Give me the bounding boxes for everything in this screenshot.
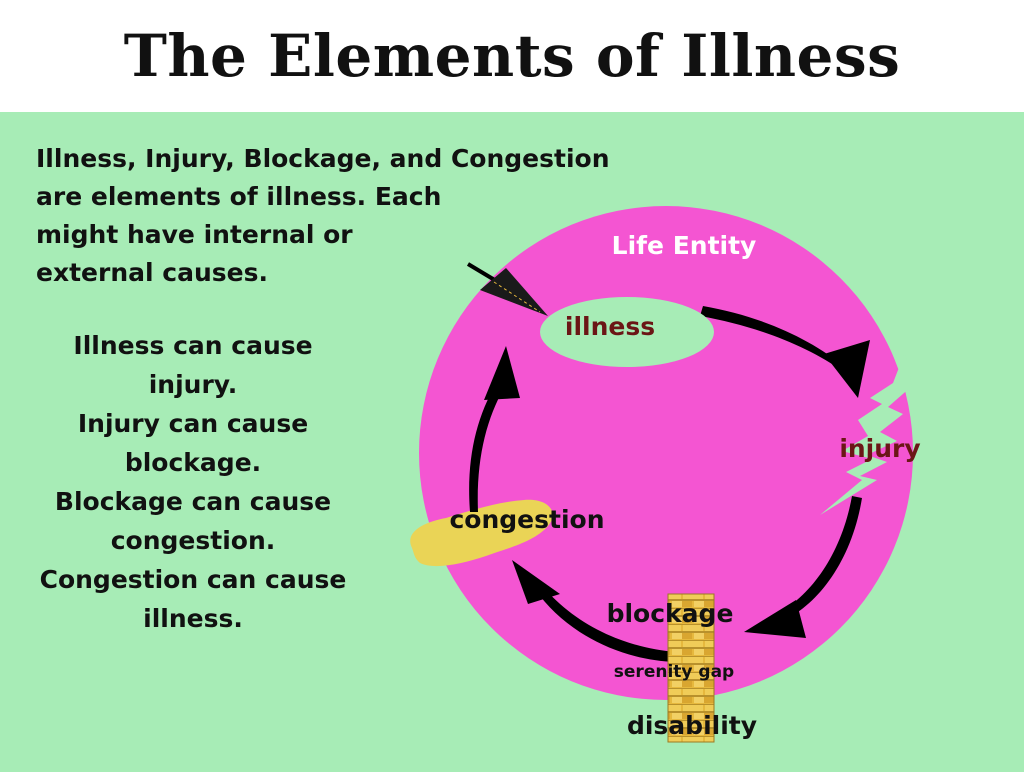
cycle-arrows <box>469 306 870 662</box>
arrowhead-congestion-to-illness <box>484 346 520 400</box>
cause-line: Injury can cause <box>77 409 309 438</box>
page-title: The Elements of Illness <box>123 22 901 90</box>
blockage-label: blockage <box>607 599 734 628</box>
intro-line: are elements of illness. Each <box>36 182 442 211</box>
intro-line: external causes. <box>36 258 268 287</box>
intro-text: Illness, Injury, Blockage, and Congestio… <box>36 140 696 292</box>
life-entity-label: Life Entity <box>612 231 757 260</box>
intro-line: might have internal or <box>36 220 353 249</box>
arrow-illness-to-injury <box>700 306 846 372</box>
intro-line: Illness, Injury, Blockage, and Congestio… <box>36 144 610 173</box>
cause-line: injury. <box>148 370 238 399</box>
causes-text: Illness can cause injury. Injury can cau… <box>8 326 378 638</box>
cause-line: Illness can cause <box>73 331 313 360</box>
congestion-label: congestion <box>449 505 604 534</box>
brick-wall-border <box>667 593 715 743</box>
cause-line: Blockage can cause <box>54 487 332 516</box>
arrowhead-blockage-to-congestion <box>512 560 560 604</box>
illness-label: illness <box>565 312 655 341</box>
disability-label: disability <box>627 711 757 740</box>
injury-label: injury <box>839 434 920 463</box>
serenity-gap-label: serenity gap <box>614 662 734 682</box>
external-cause-dart-icon <box>466 262 548 316</box>
arrow-congestion-to-illness <box>469 384 504 512</box>
brick-wall <box>668 594 714 742</box>
congestion-blob <box>410 499 553 567</box>
arrowhead-illness-to-injury <box>824 340 870 398</box>
cause-line: illness. <box>143 604 243 633</box>
cause-line: Congestion can cause <box>39 565 347 594</box>
arrowhead-injury-to-blockage <box>744 600 806 638</box>
cause-line: congestion. <box>110 526 276 555</box>
injury-crack-shape <box>820 352 912 515</box>
arrow-blockage-to-congestion <box>540 590 676 662</box>
illness-oval <box>540 297 714 367</box>
cause-line: blockage. <box>124 448 262 477</box>
